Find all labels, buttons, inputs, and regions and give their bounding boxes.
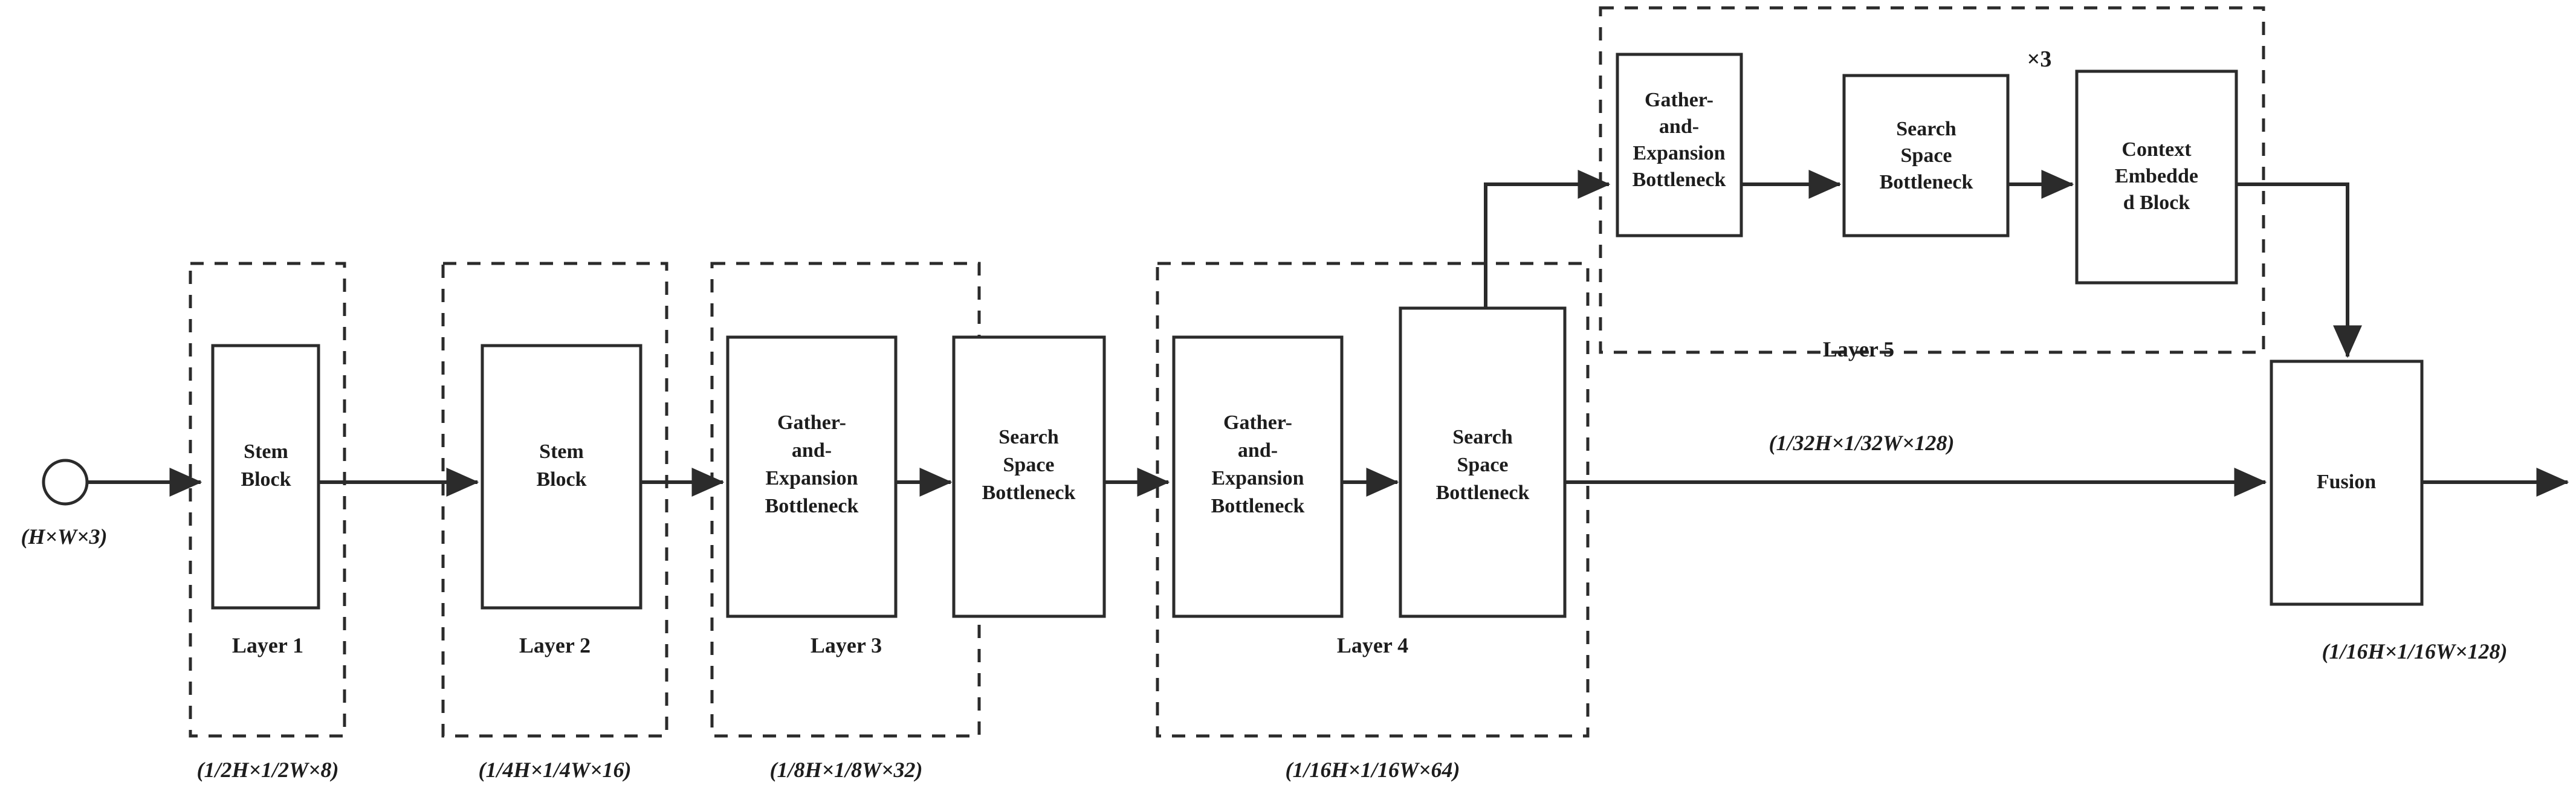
layer-1-group-label: Layer 1: [232, 633, 303, 657]
gather-and-expansion-bottleneck-5-box: [1616, 53, 1743, 237]
search-space-bottleneck-4-box: [1399, 306, 1567, 618]
layer-3-group-boundary: [710, 262, 981, 738]
layer-3-group-label: Layer 3: [811, 633, 882, 657]
repeat-times-annotation: ×3: [2027, 47, 2052, 72]
layer-4-group-label: Layer 4: [1337, 633, 1408, 657]
layer-2-group-label: Layer 2: [519, 633, 591, 657]
stem-block-1-box: [211, 344, 320, 610]
search-space-bottleneck-3-box: [952, 335, 1106, 618]
layer-4-group-boundary: [1156, 262, 1590, 738]
layer-4-dimension-caption: (1/16H×1/16W×64): [1285, 758, 1460, 782]
gather-and-expansion-bottleneck-4-box: [1172, 335, 1344, 618]
layer-2-group-boundary: [441, 262, 668, 738]
fusion-dimension-caption: (1/16H×1/16W×128): [2322, 639, 2507, 663]
fusion-block-label: Fusion: [2317, 471, 2376, 493]
layer-3-dimension-caption: (1/8H×1/8W×32): [769, 758, 922, 782]
layer-5-group-boundary: [1599, 6, 2265, 354]
connector-layer4-branch-to-layer5: [1484, 170, 1611, 308]
layer-1-group-boundary: [189, 262, 346, 738]
layer-5-group-label: Layer 5: [1823, 337, 1894, 361]
layer-5-dimension-caption: (1/32H×1/32W×128): [1769, 431, 1954, 455]
stem-block-2-box: [481, 344, 642, 610]
layer-2-dimension-caption: (1/4H×1/4W×16): [478, 758, 631, 782]
gather-and-expansion-bottleneck-3-box: [726, 335, 898, 618]
input-dimension-caption: (H×W×3): [21, 524, 107, 549]
connector-layer5-to-fusion: [2236, 182, 2362, 358]
input-image-node: [42, 459, 89, 506]
search-space-bottleneck-5-box: [1842, 74, 2010, 237]
context-embedded-block-box: [2075, 69, 2238, 285]
layer-1-dimension-caption: (1/2H×1/2W×8): [196, 758, 338, 782]
